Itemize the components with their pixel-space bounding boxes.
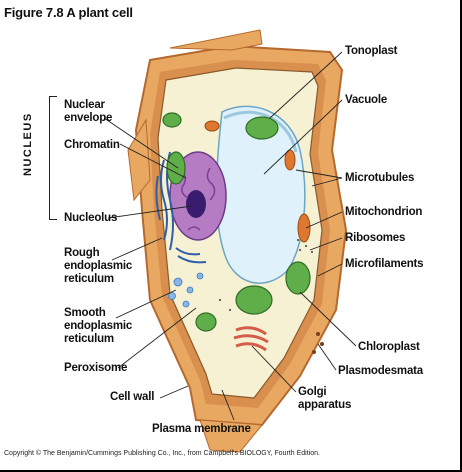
label-ribosomes: Ribosomes [345,232,406,244]
label-smooth-er: Smooth endoplasmic reticulum [64,307,133,345]
ribosomes [219,239,313,311]
chloroplast [166,151,186,185]
label-rough-er: Rough endoplasmic reticulum [64,247,133,285]
nucleolus [186,190,206,218]
golgi-apparatus [233,326,269,352]
label-chloroplast: Chloroplast [358,341,420,353]
label-plasmodesmata: Plasmodesmata [338,365,423,377]
plasmodesmata [312,332,324,354]
chloroplasts [162,112,311,332]
tonoplast [223,110,298,153]
label-vacuole: Vacuole [345,94,388,106]
nucleus-group-label: NUCLEUS [22,112,34,176]
label-nucleolus: Nucleolus [64,212,118,224]
label-mitochondrion: Mitochondrion [345,206,423,218]
chloroplast [162,112,182,128]
smooth-endoplasmic-reticulum [168,272,204,308]
mitochondrion [297,213,311,243]
label-cell-wall: Cell wall [110,391,155,403]
leader-lines [103,51,357,421]
label-microfilaments: Microfilaments [345,258,424,270]
chloroplast [195,312,217,332]
label-tonoplast: Tonoplast [345,45,398,57]
figure-title: Figure 7.8 A plant cell [4,5,133,20]
chloroplast [245,116,279,140]
figure-credit: Copyright © The Benjamin/Cummings Publis… [4,450,320,457]
label-microtubules: Microtubules [345,172,415,184]
label-golgi-apparatus: Golgi apparatus [298,386,352,411]
chloroplast [235,285,273,315]
label-nuclear-envelope: Nuclear envelope [64,99,113,124]
neighbor-cell-wall-left [127,118,151,202]
mitochondria [204,120,311,243]
label-plasma-membrane: Plasma membrane [152,423,251,435]
label-peroxisome: Peroxisome [64,362,128,374]
neighbor-cell-wall-top [169,29,263,51]
mitochondrion [284,149,296,171]
nucleus-bracket [49,96,57,220]
mitochondrion [204,120,220,132]
label-chromatin: Chromatin [64,139,120,151]
chloroplast [285,261,311,295]
neighbor-cell-wall-bottom [199,419,263,453]
